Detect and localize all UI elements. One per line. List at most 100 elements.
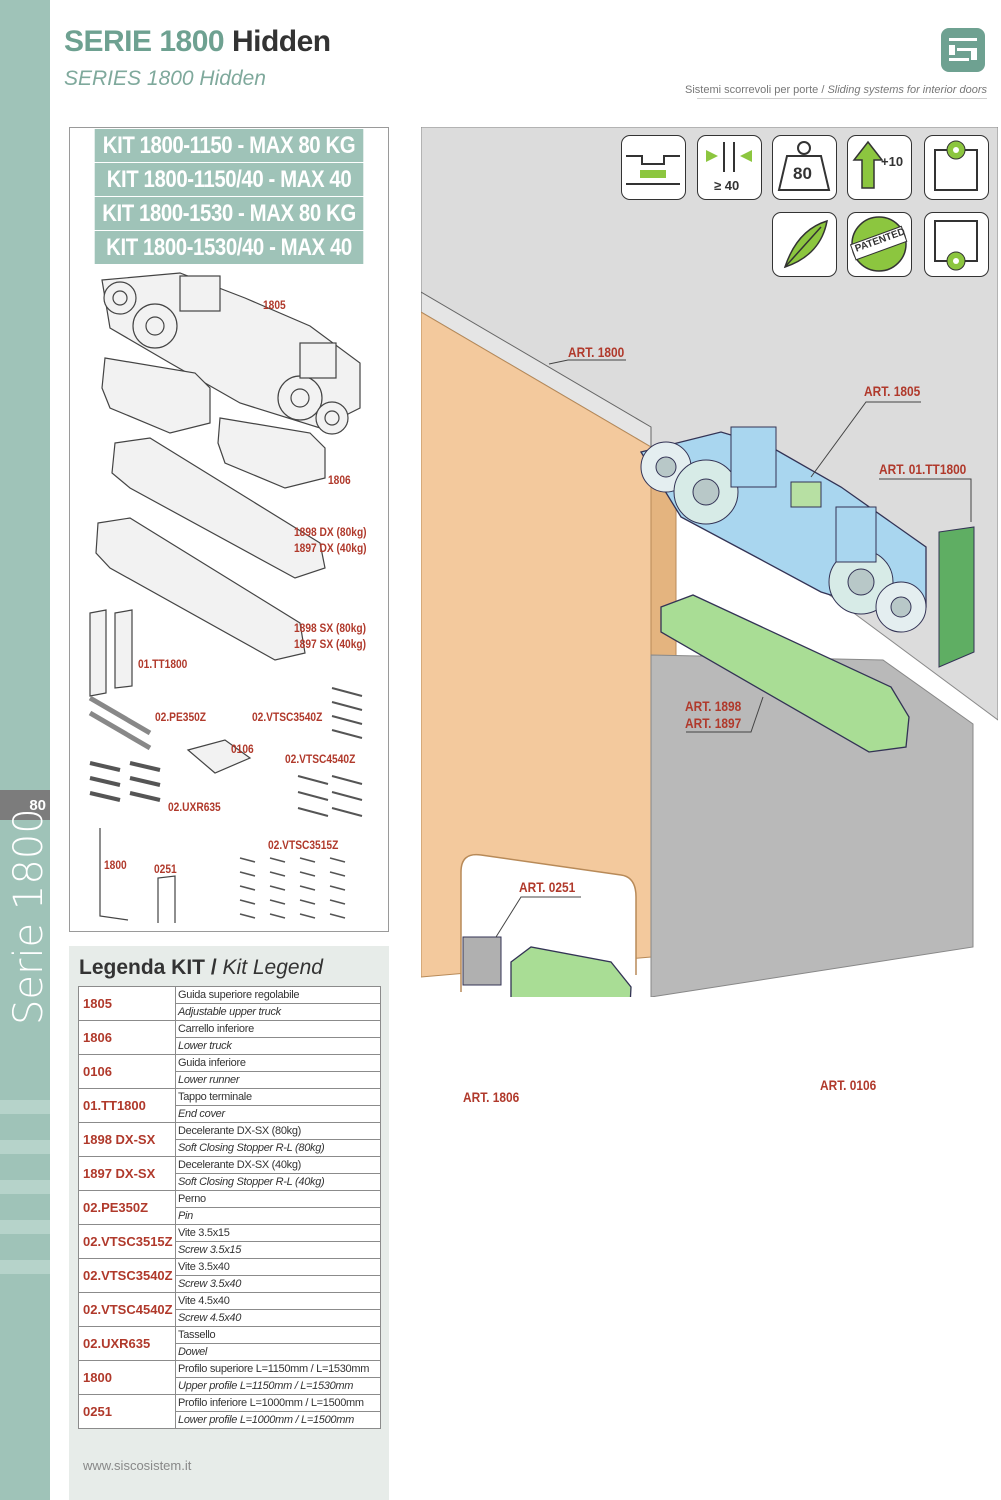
tagline-italian: Sistemi scorrevoli per porte (684, 84, 819, 96)
side-stripe (0, 1260, 50, 1274)
leader-1898 (686, 696, 764, 733)
max-weight-value: 80 (793, 164, 812, 183)
parts-drawing (88, 272, 363, 923)
logo-bar (949, 45, 955, 55)
legend-row-english: Lower profile L=1000mm / L=1500mm (79, 1411, 381, 1429)
assembly-drawing (420, 126, 999, 1176)
upper-truck-plate (835, 506, 877, 563)
side-stripe (0, 1220, 50, 1234)
legend-code: 0106 (78, 1054, 176, 1089)
legend-desc-english: Soft Closing Stopper R-L (40kg) (175, 1173, 381, 1191)
part-1800-profile (99, 828, 129, 921)
legend-code: 1800 (78, 1360, 176, 1395)
legend-code: 02.VTSC3540Z (78, 1258, 176, 1293)
label-0106: 0106 (231, 742, 254, 756)
track-profile-icon (621, 135, 686, 200)
top-mount-icon (924, 135, 989, 200)
legend-code: 1898 DX-SX (78, 1122, 176, 1157)
legend-code: 1806 (78, 1020, 176, 1055)
art-label-tt1800: ART. 01.TT1800 (879, 461, 967, 477)
tagline-separator: / (818, 84, 828, 96)
legend-row-english: Lower truck (79, 1037, 381, 1055)
leader-1805 (810, 401, 921, 478)
eco-leaf-icon (772, 212, 837, 277)
label-1800: 1800 (104, 858, 127, 872)
part-pe350z-pin (88, 710, 152, 751)
label-1897sx: 1897 SX (40kg) (294, 637, 367, 651)
label-vtsc4540z: 02.VTSC4540Z (285, 752, 356, 766)
label-1898sx: 1898 SX (80kg) (294, 621, 367, 635)
logo-bar (949, 38, 977, 41)
legend-desc-italian: Guida superiore regolabile (175, 986, 381, 1004)
page-subtitle: SERIES 1800 Hidden (64, 67, 266, 90)
legend-title: Legenda KIT / Kit Legend (79, 956, 323, 980)
tagline-english: Sliding systems for interior doors (827, 84, 987, 96)
part-tt1800-cover (89, 609, 107, 697)
legend-title-english: Kit Legend (222, 956, 323, 979)
art-label-0106: ART. 0106 (820, 1077, 877, 1093)
legend-desc-english: Pin (175, 1207, 381, 1225)
art-label-1806: ART. 1806 (463, 1089, 520, 1105)
upper-truck-adjuster (790, 481, 822, 508)
legend-desc-english: Lower truck (175, 1037, 381, 1055)
legend-desc-italian: Tassello (175, 1326, 381, 1344)
kit-title-3: KIT 1800-1530 - MAX 80 KG (94, 197, 364, 230)
legend-code: 0251 (78, 1394, 176, 1429)
legend-code: 1897 DX-SX (78, 1156, 176, 1191)
part-1806-body (101, 357, 211, 434)
max-weight-icon: 80 (772, 135, 837, 200)
page-number: 80 (0, 790, 50, 820)
page-title: SERIE 1800 Hidden (64, 25, 331, 59)
side-band (0, 0, 50, 1500)
bottom-mount-icon (924, 212, 989, 277)
leader-tt1800 (879, 478, 972, 522)
legend-code: 02.VTSC4540Z (78, 1292, 176, 1327)
leader-0251 (495, 896, 581, 938)
kit-title-1: KIT 1800-1150 - MAX 80 KG (94, 129, 364, 162)
door-notch (460, 853, 637, 992)
label-uxr635: 02.UXR635 (168, 800, 221, 814)
legend-desc-italian: Perno (175, 1190, 381, 1208)
legend-desc-english: Upper profile L=1150mm / L=1530mm (175, 1377, 381, 1395)
legend-desc-italian: Carrello inferiore (175, 1020, 381, 1038)
legend-desc-italian: Tappo terminale (175, 1088, 381, 1106)
height-adjust-value: +10 (881, 154, 904, 169)
legend-title-separator: / (205, 956, 223, 979)
title-series: SERIE 1800 (64, 25, 225, 58)
part-0251-profile (157, 875, 176, 923)
kit-title-4: KIT 1800-1530/40 - MAX 40 KG (94, 231, 364, 294)
side-stripe (0, 1180, 50, 1194)
part-1806-body (217, 417, 326, 489)
door-thickness-icon: ≥ 40 (697, 135, 762, 200)
door-thickness-value: ≥ 40 (714, 178, 740, 193)
label-vtsc3515z: 02.VTSC3515Z (268, 838, 339, 852)
tagline: Sistemi scorrevoli per porte / Sliding s… (685, 84, 987, 96)
art-label-1800: ART. 1800 (568, 344, 625, 360)
kit-title-2: KIT 1800-1150/40 - MAX 40 KG (94, 163, 364, 226)
assembly-illustration: ≥ 40 80 +10 PATENTED (420, 126, 999, 1176)
legend-code: 01.TT1800 (78, 1088, 176, 1123)
art-label-0251: ART. 0251 (519, 879, 576, 895)
legend-desc-english: End cover (175, 1105, 381, 1123)
legend-desc-english: Dowel (175, 1343, 381, 1361)
label-1897dx: 1897 DX (40kg) (294, 541, 367, 555)
legend-desc-italian: Vite 3.5x15 (175, 1224, 381, 1242)
legend-title-italian: Legenda KIT (79, 956, 206, 979)
label-tt1800: 01.TT1800 (138, 657, 188, 671)
label-pe350z: 02.PE350Z (155, 710, 207, 724)
art-label-1897: ART. 1897 (685, 715, 742, 731)
kit-titles: KIT 1800-1150 - MAX 80 KG KIT 1800-1150/… (70, 129, 388, 294)
soft-closing-stopper (660, 594, 910, 753)
side-stripe (0, 1140, 50, 1154)
kit-box: KIT 1800-1150 - MAX 80 KG KIT 1800-1150/… (69, 127, 389, 932)
leader-1800 (548, 359, 626, 365)
